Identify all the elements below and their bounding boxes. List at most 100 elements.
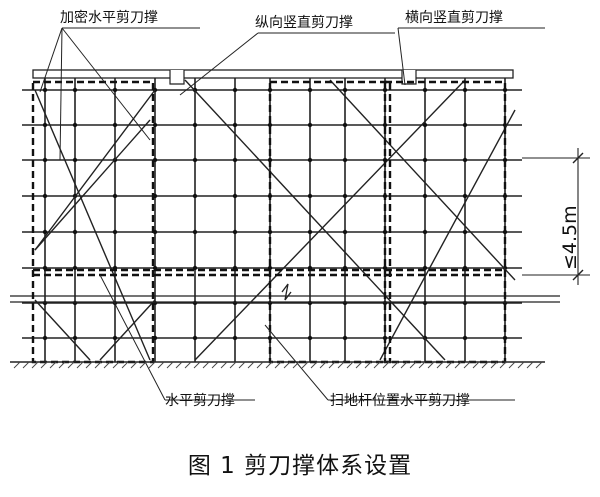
node-dot bbox=[112, 87, 118, 93]
node-dot bbox=[307, 229, 313, 235]
node-dot bbox=[342, 157, 348, 163]
ground-hatch bbox=[355, 361, 363, 369]
ground-hatch bbox=[373, 361, 381, 369]
top-cap bbox=[32, 69, 514, 79]
node-dot bbox=[112, 229, 118, 235]
ground-hatch bbox=[58, 361, 66, 369]
top-notch bbox=[169, 70, 185, 85]
figure-caption: 图 1 剪刀撑体系设置 bbox=[187, 453, 413, 479]
ground-hatch bbox=[22, 361, 30, 369]
ground-hatch bbox=[148, 361, 156, 369]
ground-line bbox=[10, 361, 545, 369]
node-dot bbox=[502, 265, 508, 271]
node-dot bbox=[192, 335, 198, 341]
ground-hatch bbox=[292, 361, 300, 369]
dashed-brace-bays bbox=[31, 80, 507, 364]
ground-hatch bbox=[130, 361, 138, 369]
dimension-tick bbox=[572, 269, 584, 281]
ground-hatch bbox=[139, 361, 147, 369]
label-dense-horizontal-brace: 加密水平剪刀撑 bbox=[60, 10, 158, 26]
ground-hatch bbox=[94, 361, 102, 369]
ground-hatch bbox=[256, 361, 264, 369]
ground-hatch bbox=[454, 361, 462, 369]
ground-hatch bbox=[490, 361, 498, 369]
diagonal-brace bbox=[379, 109, 516, 361]
ground-hatch bbox=[229, 361, 237, 369]
node-dot bbox=[307, 157, 313, 163]
ground-hatch bbox=[13, 361, 21, 369]
node-dot bbox=[462, 122, 468, 128]
node-dot bbox=[462, 229, 468, 235]
ground-hatch bbox=[76, 361, 84, 369]
dashed-bay bbox=[268, 80, 392, 364]
node-dot bbox=[192, 193, 198, 199]
node-dot bbox=[72, 335, 78, 341]
node-dot bbox=[342, 193, 348, 199]
label-leader bbox=[179, 32, 259, 96]
node-dot bbox=[342, 87, 348, 93]
node-dot bbox=[42, 157, 48, 163]
node-dot bbox=[342, 335, 348, 341]
ground-hatch bbox=[409, 361, 417, 369]
label-leader bbox=[59, 27, 63, 161]
diagonal-brace bbox=[99, 299, 156, 361]
ground-hatch bbox=[472, 361, 480, 369]
node-dot bbox=[422, 157, 428, 163]
node-dot bbox=[307, 87, 313, 93]
diagonal-brace bbox=[184, 79, 446, 361]
scaffold-frame bbox=[10, 69, 560, 362]
ground-hatch bbox=[211, 361, 219, 369]
ground-hatch bbox=[463, 361, 471, 369]
ground-hatch bbox=[382, 361, 390, 369]
ground-hatch bbox=[40, 361, 48, 369]
node-dot bbox=[342, 229, 348, 235]
ground-hatch bbox=[301, 361, 309, 369]
dashed-bay bbox=[383, 80, 507, 364]
node-dot bbox=[192, 157, 198, 163]
node-dot bbox=[307, 193, 313, 199]
node-dot bbox=[72, 157, 78, 163]
diagonal-brace bbox=[34, 89, 151, 361]
node-dot bbox=[307, 122, 313, 128]
node-dot bbox=[232, 193, 238, 199]
node-dot bbox=[422, 229, 428, 235]
label-longitudinal-vertical-brace: 纵向竖直剪刀撑 bbox=[255, 15, 353, 31]
node-dot bbox=[462, 87, 468, 93]
ground-hatch bbox=[193, 361, 201, 369]
node-dot bbox=[462, 157, 468, 163]
ground-hatch bbox=[391, 361, 399, 369]
ground-hatch bbox=[310, 361, 318, 369]
ground-hatch bbox=[265, 361, 273, 369]
leader-lines bbox=[39, 27, 545, 401]
node-dot bbox=[382, 122, 388, 128]
label-leader bbox=[397, 27, 406, 86]
ground-hatch bbox=[31, 361, 39, 369]
ground-hatch bbox=[481, 361, 489, 369]
ground-hatch bbox=[247, 361, 255, 369]
node-dot bbox=[42, 193, 48, 199]
label-leader bbox=[99, 274, 166, 401]
ground-hatch bbox=[103, 361, 111, 369]
dimension-marker bbox=[522, 148, 590, 285]
top-notch bbox=[401, 70, 417, 85]
ground-hatch bbox=[274, 361, 282, 369]
node-dot bbox=[422, 122, 428, 128]
node-dot bbox=[232, 157, 238, 163]
ground-hatch bbox=[346, 361, 354, 369]
node-dot bbox=[307, 335, 313, 341]
diagonal-brace bbox=[329, 79, 516, 281]
diagonal-brace bbox=[34, 89, 156, 251]
ground-hatch bbox=[112, 361, 120, 369]
ground-hatch bbox=[319, 361, 327, 369]
node-dot bbox=[112, 193, 118, 199]
node-dot bbox=[232, 122, 238, 128]
node-dot bbox=[112, 122, 118, 128]
node-dot bbox=[72, 229, 78, 235]
label-leader bbox=[39, 27, 63, 93]
ground-hatch bbox=[202, 361, 210, 369]
ground-hatch bbox=[67, 361, 75, 369]
node-dot bbox=[342, 122, 348, 128]
node-dot bbox=[422, 87, 428, 93]
node-dot bbox=[422, 193, 428, 199]
